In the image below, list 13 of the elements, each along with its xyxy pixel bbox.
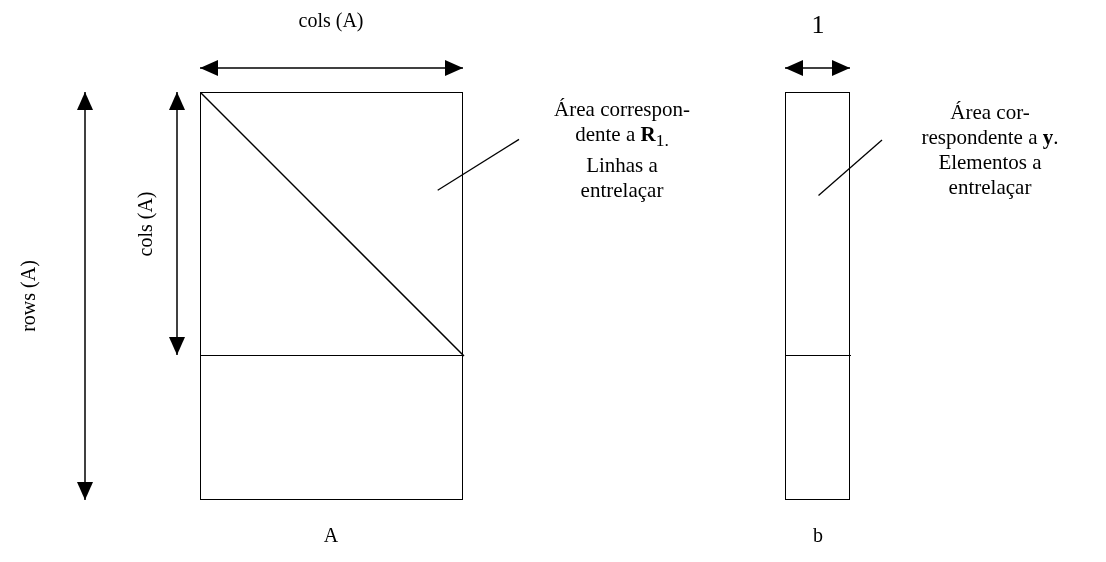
dimension-label: cols (A) bbox=[133, 191, 157, 257]
leader-line bbox=[437, 138, 520, 191]
dimension-label: cols (A) bbox=[298, 8, 364, 32]
vector-rectangle bbox=[785, 92, 850, 500]
dimension-label: 1 bbox=[811, 10, 825, 40]
callout-text: Área correspon- dente a R$_{1.}$ Linhas a entrelaçar bbox=[553, 96, 691, 204]
dimension-label: rows (A) bbox=[16, 260, 40, 332]
matrix-caption: A bbox=[322, 523, 340, 547]
callout-text: Área cor- respondente a y. Elementos a entrelaçar bbox=[920, 100, 1060, 200]
leader-line bbox=[817, 139, 883, 197]
matrix-caption: b bbox=[812, 523, 824, 547]
matrix-rectangle bbox=[200, 92, 463, 500]
triangle-region bbox=[201, 93, 464, 356]
